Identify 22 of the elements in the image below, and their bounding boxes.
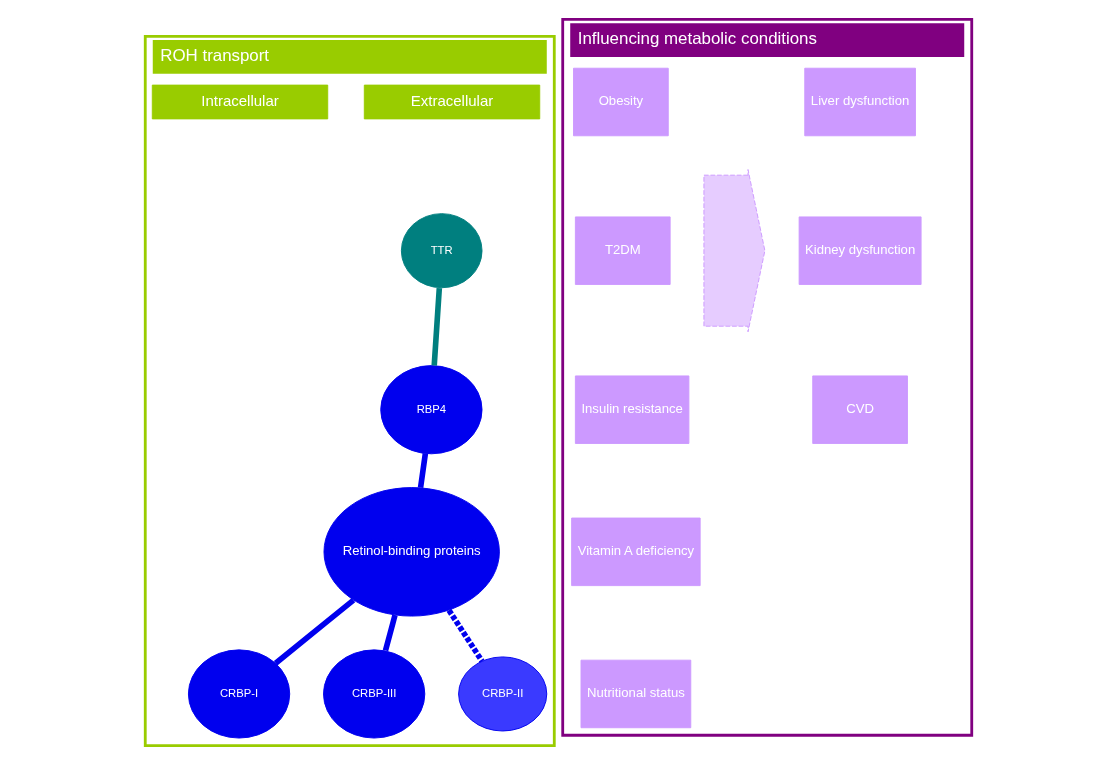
- node-box: Intracellular: [151, 84, 328, 120]
- connector: [273, 597, 355, 666]
- node-box: Vitamin A deficiency: [570, 517, 701, 587]
- connector: [417, 453, 428, 489]
- node-box: Liver dysfunction: [803, 67, 916, 137]
- node-box: T2DM: [574, 216, 671, 285]
- node-ellipse: CRBP-I: [187, 649, 290, 739]
- node-ellipse: CRBP-II: [457, 656, 547, 732]
- node-ellipse: RBP4: [379, 365, 482, 455]
- node-box: Extracellular: [363, 84, 540, 120]
- connector: [382, 614, 398, 652]
- node-box: Insulin resistance: [574, 375, 689, 444]
- node-box: Nutritional status: [580, 659, 691, 729]
- connector: [430, 287, 442, 366]
- node-chevron: [702, 169, 765, 333]
- node-box: CVD: [811, 375, 908, 444]
- node-circle: TTR: [400, 213, 482, 289]
- node-box: Obesity: [572, 67, 669, 137]
- node-ellipse: Retinol-binding proteins: [323, 487, 500, 617]
- node-ellipse: CRBP-III: [322, 649, 425, 739]
- node-box: Kidney dysfunction: [798, 216, 922, 285]
- connector: [446, 608, 484, 663]
